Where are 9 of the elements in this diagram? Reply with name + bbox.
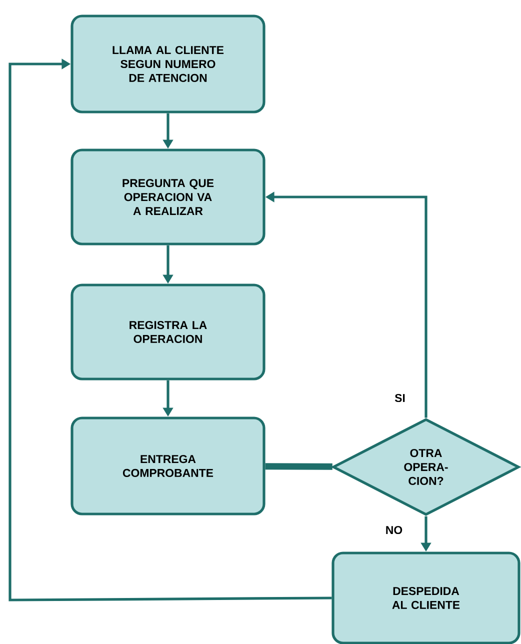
process-box: DESPEDIDA AL CLIENTE (332, 552, 520, 644)
process-box: ENTREGA COMPROBANTE (70, 416, 266, 516)
edge-label: NO (384, 524, 404, 536)
arrow (8, 58, 332, 602)
process-box: LLAMA AL CLIENTE SEGUN NUMERO DE ATENCION (70, 14, 266, 114)
process-box: PREGUNTA QUE OPERACION VA A REALIZAR (70, 148, 266, 246)
connector-line (265, 463, 332, 470)
process-box: REGISTRA LA OPERACION (70, 284, 266, 380)
edge-label: SI (394, 392, 406, 404)
